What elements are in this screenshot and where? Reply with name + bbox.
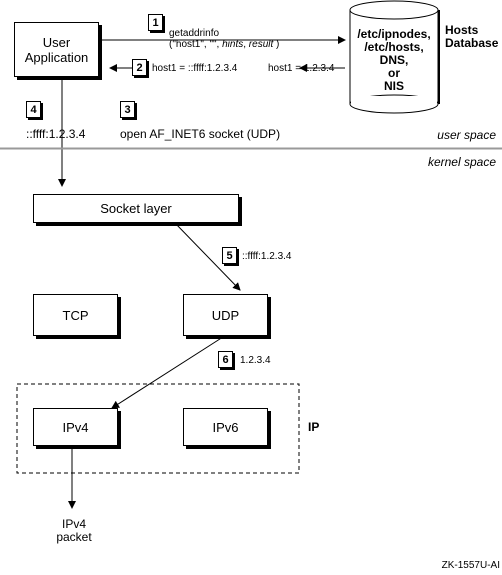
- step-3-badge: 3: [120, 101, 135, 118]
- arrow-udp-to-ipv4: [111, 336, 224, 409]
- step-4-badge: 4: [26, 101, 41, 118]
- tcp-box: TCP: [33, 294, 118, 336]
- param-result: result: [248, 39, 274, 50]
- step-1-text-content: getaddrinfo ("host1", "", hints, result …: [169, 28, 280, 50]
- db-reply-text: host1 = 1.2.3.4: [268, 63, 335, 74]
- step-3-text: open AF_INET6 socket (UDP): [120, 127, 281, 141]
- ipv4-packet-label: IPv4 packet: [56, 517, 92, 544]
- kernel-space-label: kernel space: [427, 155, 496, 169]
- user-application-box: User Application: [14, 22, 99, 77]
- ipv4-box: IPv4: [33, 408, 118, 446]
- figure-id: ZK-1557U-AI: [441, 560, 500, 571]
- step-5-text: ::ffff:1.2.3.4: [242, 251, 292, 262]
- step-5-badge: 5: [222, 247, 237, 264]
- step-2-text: host1 = ::ffff:1.2.3.4: [152, 63, 238, 74]
- arrow-socket-to-udp: [174, 222, 241, 291]
- step-1-text: getaddrinfo ("host1", "", hints, result …: [169, 17, 279, 50]
- socket-layer-box: Socket layer: [33, 194, 239, 223]
- ip-group-border: [16, 383, 300, 474]
- step-1-badge: 1: [148, 14, 163, 31]
- step-6-badge: 6: [218, 351, 233, 368]
- udp-box: UDP: [183, 294, 268, 336]
- step-2-badge: 2: [132, 59, 147, 76]
- hosts-db-contents: /etc/ipnodes, /etc/hosts, DNS, or NIS: [357, 27, 431, 93]
- step-6-text: 1.2.3.4: [240, 355, 271, 366]
- ipv6-box: IPv6: [183, 408, 268, 446]
- step-4-text: ::ffff:1.2.3.4: [26, 127, 86, 141]
- ip-group-label: IP: [308, 420, 320, 434]
- hosts-database-cylinder: [349, 0, 440, 114]
- user-space-label: user space: [437, 128, 496, 142]
- hosts-db-title: Hosts Database: [445, 23, 499, 50]
- param-hints: hints: [222, 39, 244, 50]
